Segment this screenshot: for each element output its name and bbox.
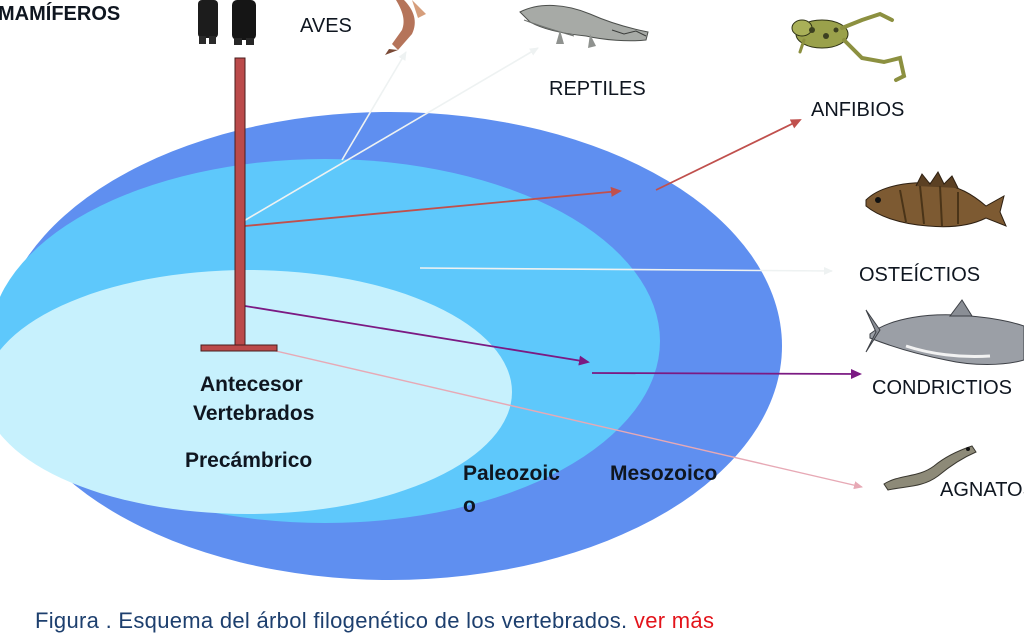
arrow-to-reptiles [241,47,539,223]
lamprey-icon [883,445,977,491]
caption-text: Figura . Esquema del árbol filogenético … [35,608,628,633]
tree-trunk [200,57,278,352]
caption-more-link[interactable]: ver más [633,608,715,633]
label-mesozoico: Mesozoico [610,462,717,485]
figure-caption: Figura . Esquema del árbol filogenético … [35,608,714,634]
label-paleozoico-line1: Paleozoic [463,462,560,485]
shark-icon [865,299,1024,365]
label-aves: AVES [300,15,352,37]
label-agnatos: AGNATOS [940,479,1024,501]
crocodile-icon [519,4,649,48]
frog-icon [791,11,907,82]
label-root-line1: Antecesor [200,373,303,396]
arrow-to-aves [341,51,407,161]
branch-arrows [241,47,863,490]
label-mamiferos: MAMÍFEROS [0,2,120,25]
label-condrictios: CONDRICTIOS [872,377,1012,399]
arrow-trunk-to-paleozoic [244,305,590,366]
label-paleozoico-line2: o [463,494,476,517]
perch-fish-icon [865,171,1007,228]
label-root-line2: Vertebrados [193,402,314,425]
arrow-to-condrictios [591,368,862,379]
arrow-trunk-to-mesozoic [244,186,622,227]
label-anfibios: ANFIBIOS [811,99,904,121]
human-figure-icon [198,0,256,45]
arrow-to-anfibios [655,119,802,191]
bird-icon [385,0,426,55]
label-reptiles: REPTILES [549,78,646,100]
arrow-to-osteictios [419,266,833,275]
precambrian-ellipse [0,270,512,514]
label-osteictios: OSTEÍCTIOS [859,263,980,286]
arrow-to-agnatos [249,344,863,490]
label-precambrico: Precámbrico [185,449,312,472]
